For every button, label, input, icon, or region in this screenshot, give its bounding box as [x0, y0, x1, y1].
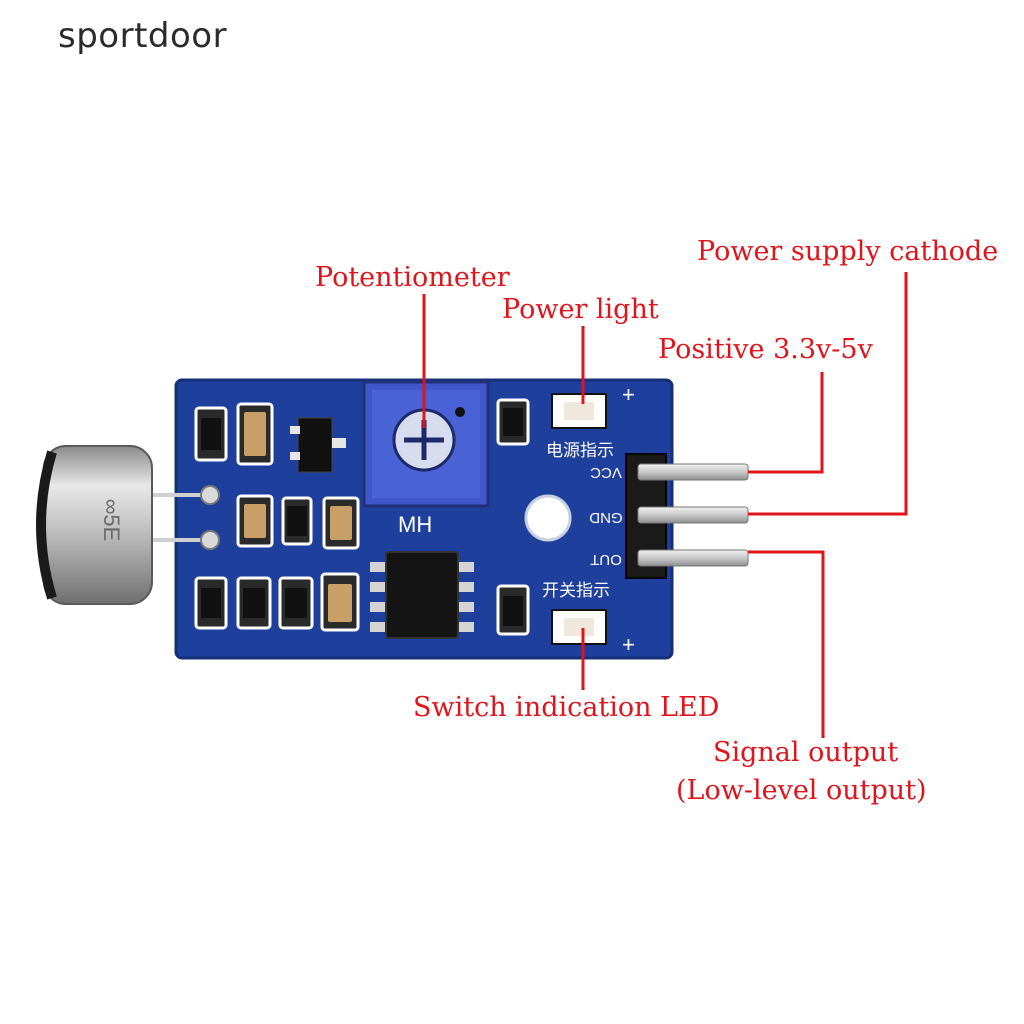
label-positive: Positive 3.3v-5v [658, 334, 873, 365]
mic-marking: ∞5E [99, 499, 124, 542]
resistor-bodies [201, 408, 523, 626]
pin-label-gnd: GND [589, 509, 623, 526]
pin-label-vcc: VCC [590, 464, 622, 481]
power-led-marking: 电源指示 [546, 441, 614, 460]
pot-marking: MH [398, 512, 432, 537]
potentiometer [362, 380, 490, 508]
power-led-plus: + [622, 382, 635, 407]
leader-signal [748, 550, 825, 738]
transistor [290, 417, 346, 473]
microphone: ∞5E [36, 445, 153, 605]
mounting-hole [524, 494, 572, 542]
label-signal-output: Signal output [713, 737, 899, 768]
header-pins [637, 463, 749, 567]
switch-led [551, 609, 607, 645]
label-switch-led: Switch indication LED [413, 692, 720, 723]
capacitor-bodies [244, 412, 352, 622]
leader-lines [422, 272, 908, 738]
pin-label-out: OUT [590, 551, 622, 568]
label-low-level-output: (Low-level output) [676, 775, 927, 806]
power-led [551, 393, 607, 429]
leader-cathode [748, 272, 908, 516]
label-power-supply-cathode: Power supply cathode [697, 236, 999, 267]
leader-positive [748, 372, 824, 474]
switch-led-plus: + [622, 632, 635, 657]
label-potentiometer: Potentiometer [315, 262, 510, 293]
label-power-light: Power light [502, 294, 659, 325]
switch-led-marking: 开关指示 [542, 581, 610, 600]
brand-watermark: sportdoor [58, 16, 228, 56]
mic-leads [150, 485, 220, 550]
opamp-chip [370, 551, 474, 639]
